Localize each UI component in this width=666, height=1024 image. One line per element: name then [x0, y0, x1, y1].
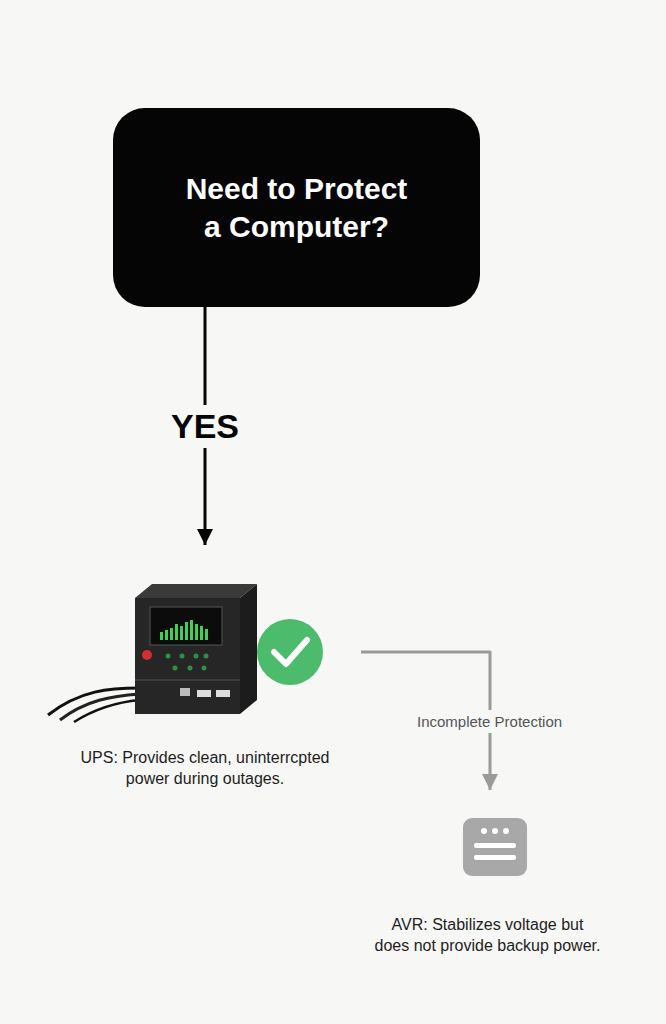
- yes-label: YES: [165, 405, 245, 448]
- check-badge: [257, 619, 323, 685]
- ups-seam: [135, 679, 240, 681]
- ups-top: [135, 584, 257, 598]
- check-mark: [274, 640, 307, 664]
- power-button: [142, 650, 152, 660]
- ups-front: [135, 598, 240, 714]
- edge-label: Incomplete Protection: [412, 710, 567, 733]
- node-text: UPS: Provides clean, uninterrcpted power…: [68, 747, 343, 789]
- ups-screen-bars: [160, 620, 208, 640]
- ups-cable: [74, 700, 140, 722]
- node-text: Need to Protect a Computer?: [181, 170, 413, 246]
- ups-screen: [150, 607, 222, 645]
- decision-box: Need to Protect a Computer?: [113, 108, 480, 307]
- ups-side: [240, 584, 257, 714]
- ups-port: [180, 688, 190, 696]
- ups-port: [216, 690, 230, 697]
- arrow-head: [482, 774, 498, 790]
- avr-node: AVR: Stabilizes voltage but does not pro…: [345, 790, 630, 962]
- avr-icon: [463, 818, 527, 876]
- status-leds: [166, 654, 209, 671]
- ups-node: UPS: Provides clean, uninterrcpted power…: [49, 545, 361, 795]
- ups-cable: [60, 694, 140, 720]
- arrow-head: [197, 529, 213, 545]
- node-text: AVR: Stabilizes voltage but does not pro…: [373, 914, 603, 956]
- ups-port: [197, 690, 211, 697]
- avr-icon-marks: [474, 828, 516, 860]
